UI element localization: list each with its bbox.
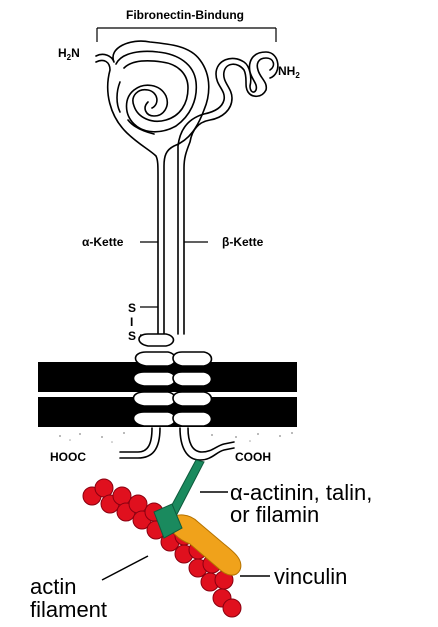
actin-bead xyxy=(223,599,241,617)
beta-chain-label: β-Kette xyxy=(222,235,264,249)
membrane-speckle xyxy=(59,432,293,443)
cooh-label: COOH xyxy=(235,450,271,464)
actin-bead xyxy=(129,495,147,513)
alpha-chain-label: α-Kette xyxy=(82,235,124,249)
disulfide-bar: I xyxy=(130,315,133,329)
actin-label-line1: actin xyxy=(30,574,76,599)
cytoplasmic-tails xyxy=(120,428,234,460)
hooc-label: HOOC xyxy=(50,450,86,464)
vinculin-label: vinculin xyxy=(274,564,347,589)
actin-leader xyxy=(102,556,148,580)
alpha-chain-head xyxy=(96,41,209,334)
actin-bead xyxy=(95,479,113,497)
actin-label-line2: filament xyxy=(30,597,107,622)
disulfide-s-top: S xyxy=(128,301,136,315)
h2n-label: H2N xyxy=(58,46,80,62)
fibronectin-binding-label: Fibronectin-Bindung xyxy=(126,8,244,22)
beta-chain-head xyxy=(178,52,278,334)
nh2-label: NH2 xyxy=(278,64,300,80)
actin-bead xyxy=(113,487,131,505)
disulfide-s-bottom: S xyxy=(128,329,136,343)
binding-proteins-label-line2: or filamin xyxy=(230,502,319,527)
fibronectin-bracket xyxy=(97,28,276,42)
